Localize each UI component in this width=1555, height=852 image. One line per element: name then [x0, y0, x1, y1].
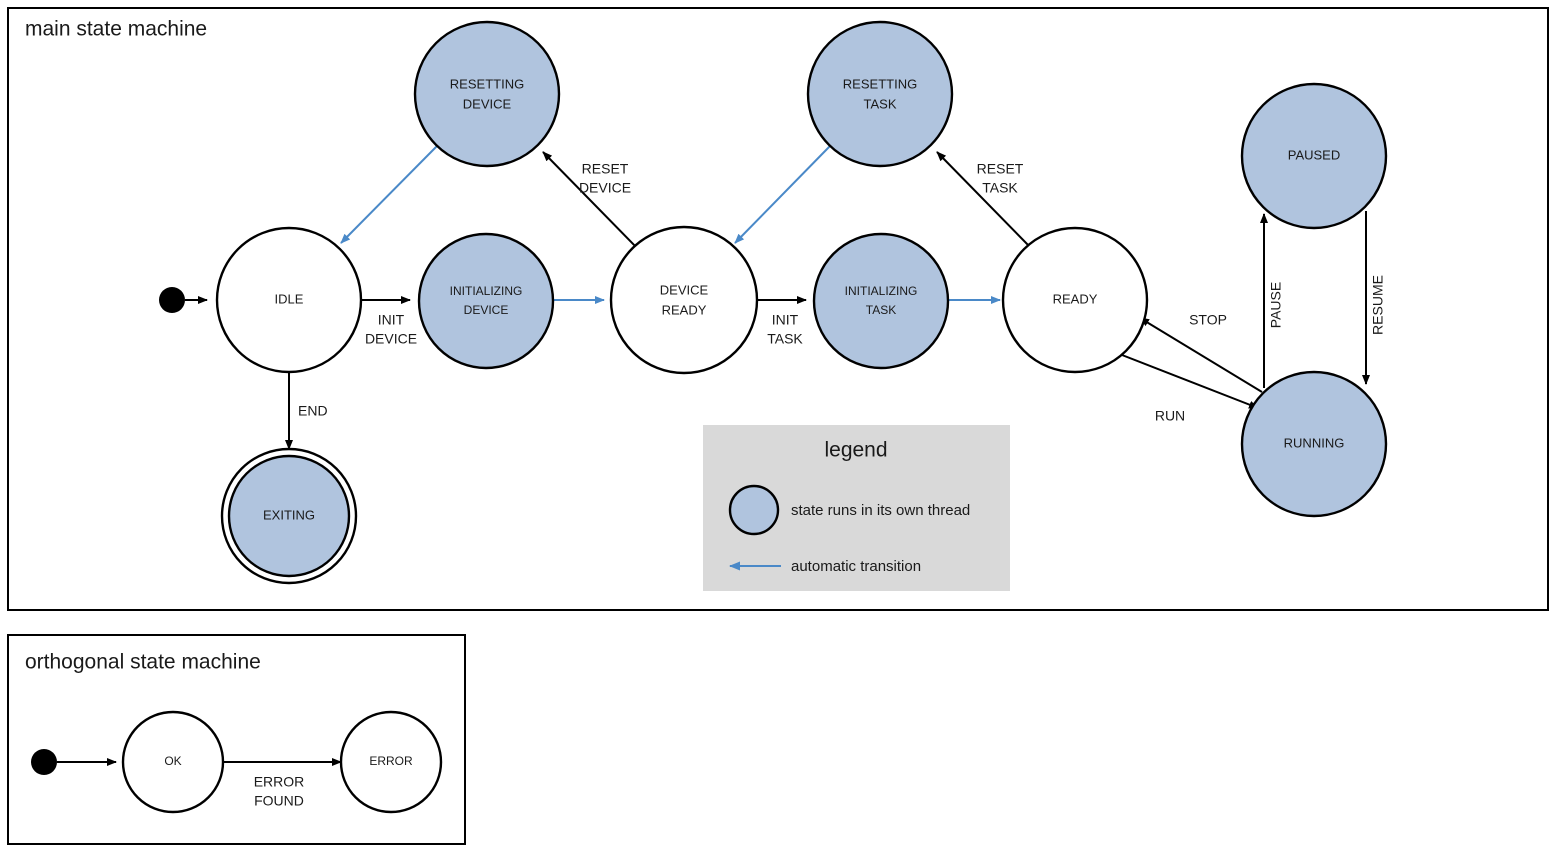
- state-resetting-task-circle[interactable]: [806, 20, 954, 168]
- transition-label-error-found-line2: FOUND: [254, 793, 304, 809]
- transition-label-run: RUN: [1155, 408, 1185, 424]
- transition-label-reset-task-line2: TASK: [982, 180, 1018, 196]
- state-exiting-outer-ring: [220, 447, 358, 585]
- state-exiting-circle[interactable]: [227, 454, 351, 578]
- transition-label-reset-device-line2: DEVICE: [579, 180, 631, 196]
- state-idle[interactable]: IDLE: [215, 226, 363, 374]
- state-resetting-device-label-line2: DEVICE: [463, 96, 512, 111]
- state-resetting-device[interactable]: RESETTING DEVICE: [413, 20, 561, 168]
- state-ok-circle[interactable]: [121, 710, 225, 814]
- state-exiting[interactable]: EXITING: [220, 447, 358, 585]
- state-ok-label: OK: [164, 754, 181, 768]
- state-error[interactable]: ERROR: [339, 710, 443, 814]
- state-initializing-task-circle[interactable]: [812, 232, 950, 370]
- transition-label-end: END: [298, 403, 328, 419]
- state-device-ready-label-line1: DEVICE: [660, 282, 709, 297]
- state-initializing-task[interactable]: INITIALIZING TASK: [812, 232, 950, 370]
- state-paused-label: PAUSED: [1288, 147, 1341, 162]
- transition-label-init-device-line2: DEVICE: [365, 331, 417, 347]
- state-initializing-task-label-line2: TASK: [866, 303, 896, 317]
- state-initializing-device[interactable]: INITIALIZING DEVICE: [417, 232, 555, 370]
- transition-initial-main: [159, 287, 208, 313]
- state-error-circle[interactable]: [339, 710, 443, 814]
- transition-label-init-task-line2: TASK: [767, 331, 803, 347]
- transition-label-pause: PAUSE: [1268, 282, 1284, 328]
- transition-initial-orthogonal: [31, 749, 117, 775]
- transition-label-resume: RESUME: [1370, 275, 1386, 335]
- state-running-circle[interactable]: [1240, 370, 1388, 518]
- transition-reset-device: RESET DEVICE: [542, 151, 638, 249]
- state-ready-circle[interactable]: [1001, 226, 1149, 374]
- state-paused-circle[interactable]: [1240, 82, 1388, 230]
- state-initializing-device-label-line2: DEVICE: [464, 303, 509, 317]
- transition-stop: STOP: [1139, 312, 1263, 393]
- transition-reset-task: RESET TASK: [936, 151, 1031, 248]
- state-resetting-task-label-line1: RESETTING: [843, 76, 917, 91]
- transition-error-found: ERROR FOUND: [222, 758, 342, 809]
- transition-init-device: INIT DEVICE: [361, 296, 417, 347]
- legend-auto-text: automatic transition: [791, 558, 921, 575]
- state-resetting-device-label-line1: RESETTING: [450, 76, 524, 91]
- transition-label-error-found-line1: ERROR: [254, 774, 305, 790]
- transition-pause: PAUSE: [1260, 213, 1284, 388]
- state-initializing-task-label-line1: INITIALIZING: [845, 284, 918, 298]
- main-frame-title: main state machine: [25, 18, 207, 41]
- transition-label-init-task-line1: INIT: [772, 312, 799, 328]
- state-running[interactable]: RUNNING: [1240, 370, 1388, 518]
- transition-end: END: [285, 372, 328, 450]
- transition-run: RUN: [1121, 354, 1259, 424]
- state-device-ready-circle[interactable]: [609, 225, 759, 375]
- state-resetting-task-label-line2: TASK: [864, 96, 897, 111]
- state-ready[interactable]: READY: [1001, 226, 1149, 374]
- state-resetting-device-circle[interactable]: [413, 20, 561, 168]
- state-ready-label: READY: [1053, 291, 1098, 306]
- state-idle-label: IDLE: [275, 291, 304, 306]
- state-initializing-device-circle[interactable]: [417, 232, 555, 370]
- transition-resetting-task-auto: [734, 145, 831, 244]
- state-ok[interactable]: OK: [121, 710, 225, 814]
- state-resetting-task[interactable]: RESETTING TASK: [806, 20, 954, 168]
- transition-init-task: INIT TASK: [758, 296, 807, 347]
- state-device-ready-label-line2: READY: [662, 302, 707, 317]
- state-initializing-device-label-line1: INITIALIZING: [450, 284, 523, 298]
- state-device-ready[interactable]: DEVICE READY: [609, 225, 759, 375]
- transition-resetting-device-auto: [340, 145, 438, 244]
- transition-label-reset-task-line1: RESET: [977, 161, 1024, 177]
- transition-label-init-device-line1: INIT: [378, 312, 405, 328]
- state-error-label: ERROR: [369, 754, 413, 768]
- transition-label-stop: STOP: [1189, 312, 1227, 328]
- orthogonal-frame-title: orthogonal state machine: [25, 651, 261, 674]
- state-exiting-label: EXITING: [263, 507, 315, 522]
- initial-state-dot: [159, 287, 185, 313]
- legend: legend state runs in its own thread auto…: [703, 425, 1010, 591]
- state-paused[interactable]: PAUSED: [1240, 82, 1388, 230]
- state-running-label: RUNNING: [1284, 435, 1345, 450]
- legend-threaded-text: state runs in its own thread: [791, 502, 970, 519]
- orthogonal-initial-state-dot: [31, 749, 57, 775]
- transition-label-reset-device-line1: RESET: [582, 161, 629, 177]
- legend-title: legend: [824, 439, 887, 462]
- legend-threaded-swatch-icon: [728, 484, 780, 536]
- transition-resume: RESUME: [1362, 211, 1386, 385]
- state-idle-circle[interactable]: [215, 226, 363, 374]
